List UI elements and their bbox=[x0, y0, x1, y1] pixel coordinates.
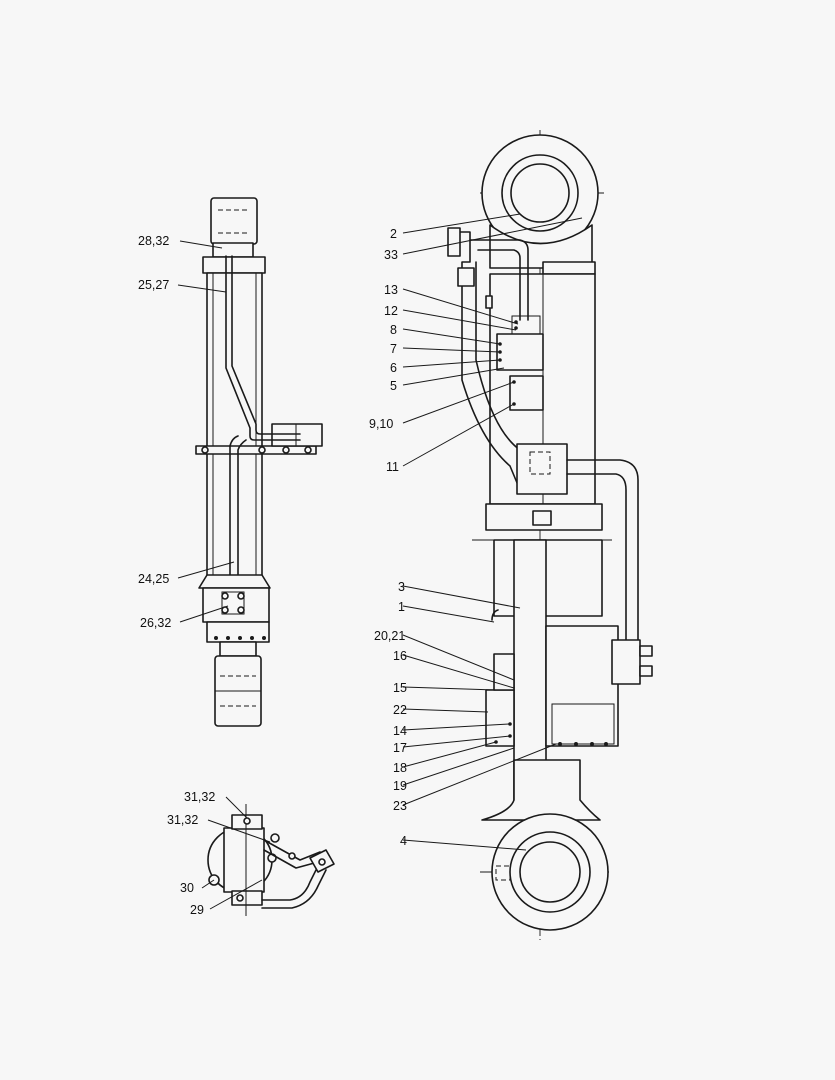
right-cylinder-view bbox=[447, 130, 653, 940]
callout-2: 2 bbox=[390, 227, 397, 241]
callout-28-32: 28,32 bbox=[138, 234, 169, 248]
callout-19: 19 bbox=[393, 779, 407, 793]
callout-14: 14 bbox=[393, 724, 407, 738]
callout-18: 18 bbox=[393, 761, 407, 775]
rotated-detail-view bbox=[207, 804, 335, 916]
callout-7: 7 bbox=[390, 342, 397, 356]
callout-29: 29 bbox=[190, 903, 204, 917]
callout-12: 12 bbox=[384, 304, 398, 318]
callout-1: 1 bbox=[398, 600, 405, 614]
callout-3: 3 bbox=[398, 580, 405, 594]
callout-5: 5 bbox=[390, 379, 397, 393]
callout-8: 8 bbox=[390, 323, 397, 337]
callout-31-32-lower: 31,32 bbox=[167, 813, 198, 827]
callout-9-10: 9,10 bbox=[369, 417, 393, 431]
callout-11: 11 bbox=[386, 460, 399, 474]
callout-4: 4 bbox=[400, 834, 407, 848]
left-cylinder-view bbox=[195, 197, 323, 727]
callout-17: 17 bbox=[393, 741, 407, 755]
callout-labels: 28,32 25,27 24,25 26,32 31,32 31,32 30 2… bbox=[138, 227, 407, 917]
callout-15: 15 bbox=[393, 681, 407, 695]
callout-30: 30 bbox=[180, 881, 194, 895]
callout-16: 16 bbox=[393, 649, 407, 663]
callout-23: 23 bbox=[393, 799, 407, 813]
leader-lines bbox=[177, 213, 583, 910]
callout-25-27: 25,27 bbox=[138, 278, 169, 292]
callout-13: 13 bbox=[384, 283, 398, 297]
callout-26-32: 26,32 bbox=[140, 616, 171, 630]
callout-6: 6 bbox=[390, 361, 397, 375]
callout-24-25: 24,25 bbox=[138, 572, 169, 586]
callout-33: 33 bbox=[384, 248, 398, 262]
callout-22: 22 bbox=[393, 703, 407, 717]
callout-20-21: 20,21 bbox=[374, 629, 405, 643]
callout-31-32-upper: 31,32 bbox=[184, 790, 215, 804]
